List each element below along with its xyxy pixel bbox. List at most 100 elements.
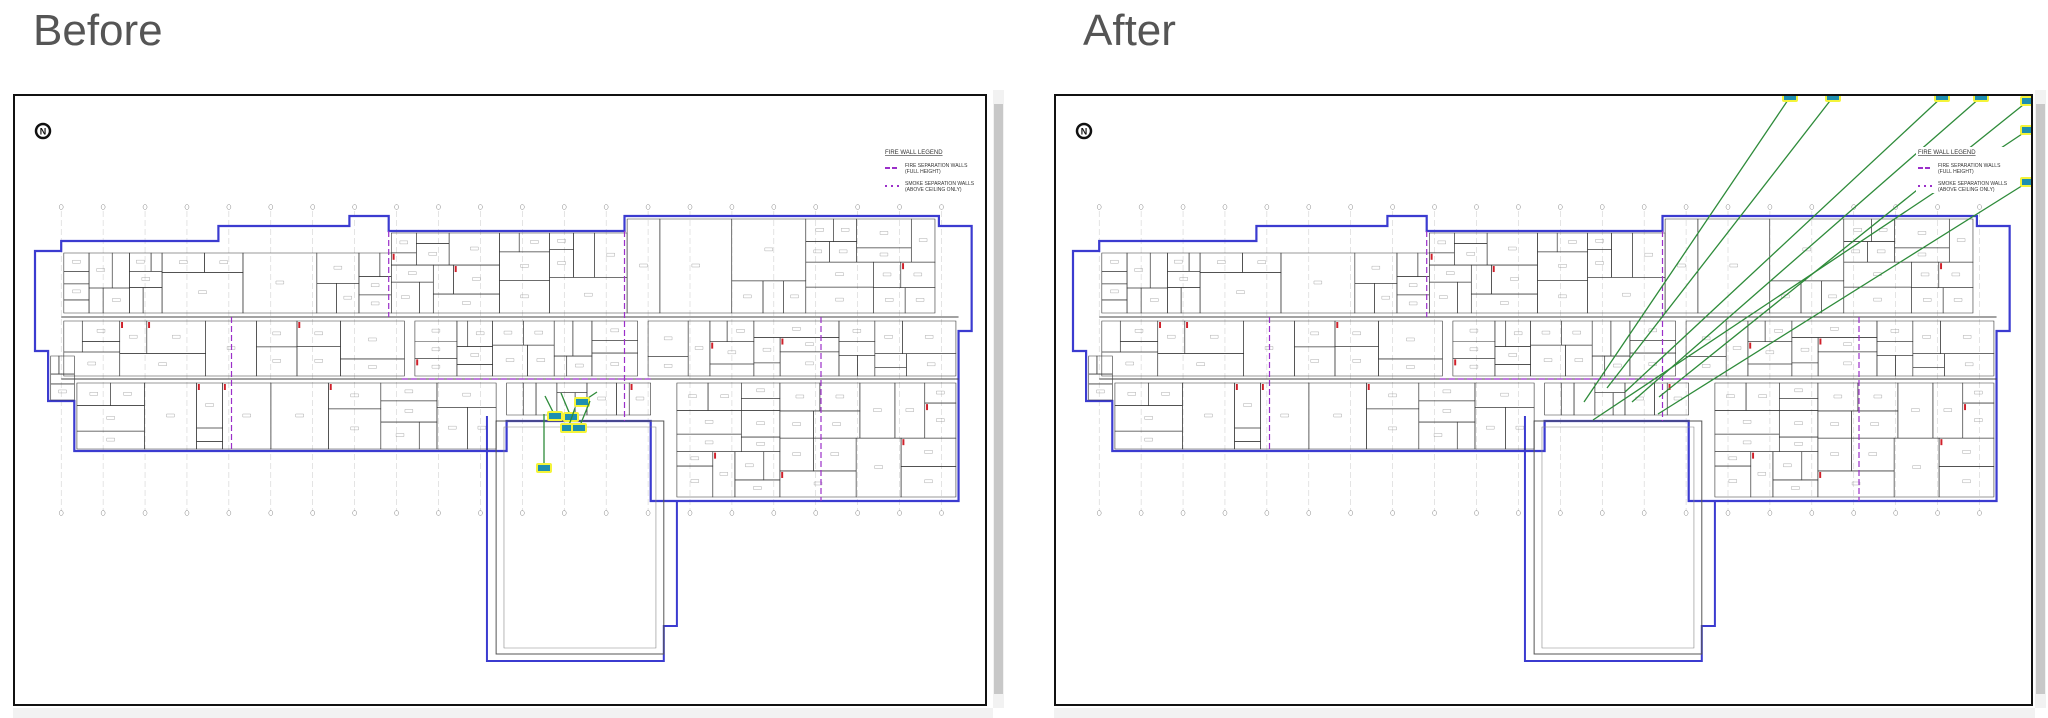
- room-tag: [1501, 393, 1509, 396]
- room: [197, 428, 223, 442]
- room-tag: [927, 363, 935, 366]
- room-tag: [836, 395, 844, 398]
- room: [391, 265, 433, 282]
- room-tag: [689, 395, 697, 398]
- grid-bubble: [1852, 511, 1856, 516]
- room: [1429, 265, 1471, 282]
- room-tag: [97, 268, 105, 271]
- room-tag: [506, 359, 514, 362]
- north-arrow-circle: [1075, 122, 1093, 140]
- room-tag: [705, 441, 713, 444]
- room: [1895, 219, 1950, 248]
- room: [1913, 354, 1945, 368]
- room: [1779, 399, 1818, 411]
- callout-tag[interactable]: [536, 463, 552, 473]
- callout-tag[interactable]: [1934, 96, 1950, 102]
- room-tag: [584, 293, 592, 296]
- room: [550, 277, 628, 313]
- room: [1949, 219, 1973, 262]
- room: [677, 383, 708, 410]
- room: [1963, 383, 1994, 403]
- callout-tag[interactable]: [571, 423, 587, 433]
- leader-line: [1624, 96, 1943, 393]
- room: [151, 253, 162, 271]
- horizontal-scrollbar[interactable]: [1054, 708, 2035, 718]
- grid-bubble: [1810, 205, 1814, 210]
- legend-item-label: (FULL HEIGHT): [1938, 169, 1974, 175]
- fire-equipment-mark: [298, 322, 301, 328]
- room-tag: [535, 331, 543, 334]
- callout-tag[interactable]: [1782, 96, 1798, 102]
- room: [741, 399, 780, 411]
- fire-equipment-mark: [711, 342, 714, 349]
- callout-tag[interactable]: [574, 397, 590, 407]
- room: [754, 363, 780, 376]
- north-arrow-circle: [34, 122, 52, 140]
- room-tag: [97, 329, 105, 332]
- room: [144, 383, 196, 449]
- horizontal-scrollbar[interactable]: [13, 708, 993, 718]
- room: [1698, 219, 1770, 313]
- room: [340, 359, 404, 376]
- room: [616, 383, 629, 415]
- grid-bubble: [269, 205, 273, 210]
- callout-tag[interactable]: [1973, 96, 1989, 102]
- legend-title: FIRE WALL LEGEND: [885, 150, 943, 156]
- room-tag: [1353, 332, 1361, 335]
- room-tag: [199, 291, 207, 294]
- scrollbar-thumb[interactable]: [2036, 104, 2045, 694]
- room-tag: [429, 252, 437, 255]
- room: [873, 288, 905, 313]
- room: [554, 356, 567, 376]
- room: [523, 321, 554, 345]
- room: [708, 383, 741, 410]
- grid-bubble: [814, 205, 818, 210]
- callout-tag[interactable]: [563, 412, 579, 422]
- room: [162, 272, 243, 313]
- vertical-scrollbar[interactable]: [993, 90, 1004, 708]
- room-tag: [476, 332, 484, 335]
- room: [1715, 434, 1779, 451]
- room: [780, 438, 813, 471]
- room: [1167, 253, 1189, 271]
- room: [1200, 253, 1242, 272]
- grid-bubble: [1433, 205, 1437, 210]
- room: [1773, 480, 1818, 497]
- room-tag: [220, 261, 228, 264]
- scrollbar-thumb[interactable]: [994, 104, 1003, 694]
- callout-tag[interactable]: [547, 411, 563, 421]
- room-tag: [107, 416, 115, 419]
- callout-tag[interactable]: [2020, 96, 2031, 106]
- room: [1557, 233, 1587, 252]
- room-tag: [695, 347, 703, 350]
- room-tag: [1844, 343, 1852, 346]
- fire-equipment-mark: [1186, 322, 1189, 328]
- room-tag: [1921, 273, 1929, 276]
- room: [1545, 383, 1562, 415]
- room-tag: [473, 278, 481, 281]
- room: [688, 321, 710, 376]
- room-tag: [1766, 351, 1774, 354]
- callout-label-box: [1975, 96, 1987, 100]
- room: [592, 353, 638, 376]
- grid-bubble: [1894, 205, 1898, 210]
- callout-tag[interactable]: [2020, 177, 2031, 187]
- callout-tag[interactable]: [2020, 125, 2031, 135]
- room-tag: [791, 295, 799, 298]
- fire-equipment-mark: [1819, 471, 1822, 478]
- room: [1453, 321, 1495, 341]
- room-tag: [405, 390, 413, 393]
- room-tag: [1237, 291, 1245, 294]
- room: [1506, 321, 1531, 347]
- room-tag: [880, 231, 888, 234]
- room-tag: [1281, 414, 1289, 417]
- grid-bubble: [1474, 205, 1478, 210]
- room: [1801, 281, 1821, 313]
- room: [1751, 452, 1773, 497]
- room-tag: [1743, 441, 1751, 444]
- vertical-scrollbar[interactable]: [2035, 90, 2046, 708]
- callout-tag[interactable]: [1825, 96, 1841, 102]
- room-tag: [1923, 298, 1931, 301]
